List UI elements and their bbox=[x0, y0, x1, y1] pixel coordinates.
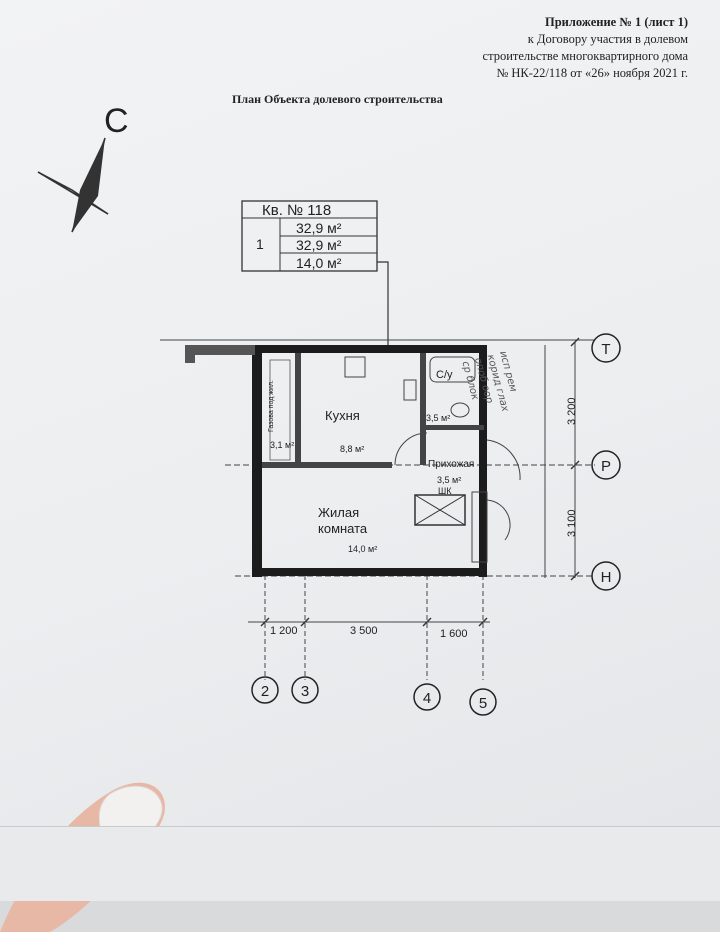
axis-label-3: 3 bbox=[301, 683, 309, 700]
loggia-label: Газова под жил. bbox=[268, 380, 275, 432]
document-header: Приложение № 1 (лист 1) к Договору участ… bbox=[483, 14, 688, 82]
dimension-1600: 1 600 bbox=[440, 628, 468, 640]
bathroom-name: С/у bbox=[436, 369, 453, 381]
header-number-line: № НК-22/118 от «26» ноября 2021 г. bbox=[496, 66, 688, 80]
total-area: 32,9 м² bbox=[296, 220, 342, 236]
hall-closet: ШК bbox=[438, 486, 452, 496]
dimension-ticks bbox=[260, 337, 580, 627]
axis-label-4: 4 bbox=[423, 690, 431, 707]
living-room-area: 14,0 м² bbox=[348, 544, 377, 554]
header-building-line: строительстве многоквартирного дома bbox=[482, 49, 688, 63]
header-appendix: Приложение № 1 (лист 1) bbox=[544, 15, 688, 29]
apartment-walls bbox=[185, 345, 521, 577]
living-area-total: 14,0 м² bbox=[296, 255, 342, 271]
dimension-1200: 1 200 bbox=[270, 625, 298, 637]
living-room-name-1: Жилая bbox=[318, 505, 359, 520]
axis-label-5: 5 bbox=[479, 695, 487, 712]
axis-label-t: Т bbox=[601, 341, 610, 358]
dimension-3100: 3 100 bbox=[566, 509, 578, 537]
axis-label-r: Р bbox=[601, 458, 611, 475]
hall-name: Прихожая bbox=[428, 459, 474, 470]
axis-markers bbox=[251, 333, 621, 716]
dimension-3500: 3 500 bbox=[350, 625, 378, 637]
axis-label-2: 2 bbox=[261, 683, 269, 700]
hall-area: 3,5 м² bbox=[437, 475, 461, 485]
floor-plan-drawing: С Кв. № 118 1 32,9 м² 32,9 м² 14,0 м² bbox=[37, 102, 621, 716]
kitchen-name: Кухня bbox=[325, 408, 360, 423]
room-count: 1 bbox=[256, 236, 264, 252]
dimension-3200: 3 200 bbox=[566, 397, 578, 425]
underlying-sheet bbox=[0, 826, 720, 901]
header-contract-line: к Договору участия в долевом bbox=[527, 32, 688, 46]
kitchen-area: 8,8 м² bbox=[340, 444, 364, 454]
compass-icon: С bbox=[37, 102, 129, 233]
bathroom-area: 3,5 м² bbox=[426, 413, 450, 423]
area-with-loggia: 32,9 м² bbox=[296, 237, 342, 253]
axis-label-n: Н bbox=[601, 569, 612, 586]
apartment-number: Кв. № 118 bbox=[262, 202, 331, 219]
document-page bbox=[0, 0, 720, 830]
compass-north-label: С bbox=[104, 102, 129, 140]
living-room-name-2: комната bbox=[318, 521, 368, 536]
apartment-table: Кв. № 118 1 32,9 м² 32,9 м² 14,0 м² bbox=[241, 200, 389, 345]
plan-title: План Объекта долевого строительства bbox=[232, 92, 443, 106]
loggia-area: 3,1 м² bbox=[270, 440, 294, 450]
